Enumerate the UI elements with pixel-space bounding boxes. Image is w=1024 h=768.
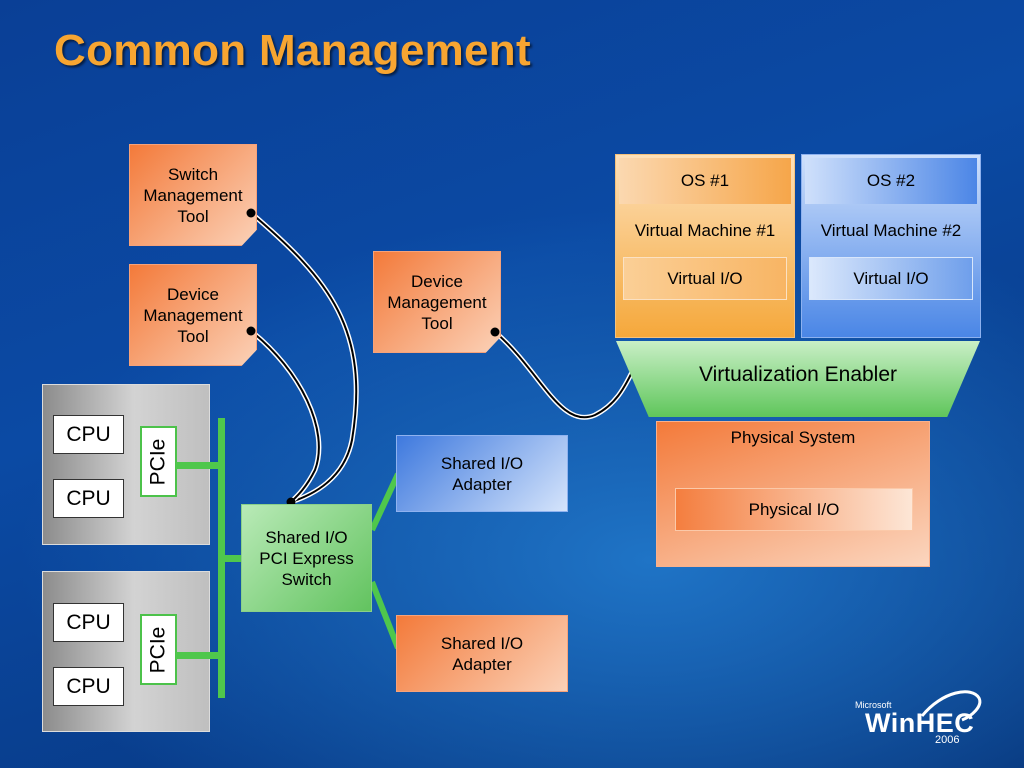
vm-2-label: Virtual Machine #2 <box>820 221 962 240</box>
pcie-backbone-line <box>218 418 225 698</box>
switch-link-line <box>222 555 244 562</box>
logo-year-text: 2006 <box>935 734 960 746</box>
cpu-box: CPU <box>53 479 124 518</box>
switch-label: Shared I/O PCI Express Switch <box>259 527 354 589</box>
shared-io-adapter-bottom[interactable]: Shared I/O Adapter <box>396 615 568 692</box>
pcie-bus: PCIe <box>140 426 177 497</box>
physical-system-label: Physical System <box>730 428 856 447</box>
adapter-links <box>369 472 401 650</box>
logo-microsoft-text: Microsoft <box>855 700 892 710</box>
adapter-link-bottom <box>369 580 401 650</box>
physical-io-box: Physical I/O <box>675 488 913 531</box>
cpu-box: CPU <box>53 667 124 706</box>
os-2-box: OS #2 <box>805 158 977 204</box>
vm-1-label: Virtual Machine #1 <box>634 221 776 240</box>
cable-endpoint <box>246 326 256 336</box>
adapter-link-top <box>369 472 401 532</box>
winhec-swoosh-icon <box>920 690 982 722</box>
management-cables <box>249 211 642 505</box>
pcie-link-line <box>176 462 222 469</box>
logo-name-text: WinHEC <box>865 708 975 738</box>
adapter-label: Shared I/O Adapter <box>440 633 524 674</box>
cable-endpoint <box>246 208 256 218</box>
cpu-box: CPU <box>53 603 124 642</box>
virtual-io-1-box: Virtual I/O <box>623 257 787 300</box>
adapter-label: Shared I/O Adapter <box>440 453 524 494</box>
device-management-tool-center[interactable]: Device Management Tool <box>373 251 501 353</box>
virtualization-enabler[interactable]: Virtualization Enabler <box>616 341 980 417</box>
shared-io-adapter-top[interactable]: Shared I/O Adapter <box>396 435 568 512</box>
shared-io-pci-express-switch[interactable]: Shared I/O PCI Express Switch <box>241 504 372 612</box>
switch-management-tool[interactable]: Switch Management Tool <box>129 144 257 246</box>
os-1-box: OS #1 <box>619 158 791 204</box>
pcie-bus: PCIe <box>140 614 177 685</box>
virtual-io-2-box: Virtual I/O <box>809 257 973 300</box>
device-management-tool-label: Device Management Tool <box>387 271 487 333</box>
slide-title: Common Management <box>54 26 531 75</box>
cpu-box: CPU <box>53 415 124 454</box>
virtualization-enabler-label: Virtualization Enabler <box>698 363 898 386</box>
device-management-tool-left[interactable]: Device Management Tool <box>129 264 257 366</box>
switch-management-tool-label: Switch Management Tool <box>143 164 243 226</box>
device-management-tool-label: Device Management Tool <box>143 284 243 346</box>
cable-endpoint <box>490 327 500 337</box>
pcie-link-line <box>176 652 222 659</box>
